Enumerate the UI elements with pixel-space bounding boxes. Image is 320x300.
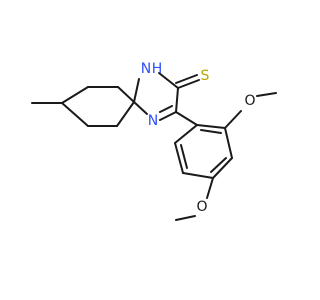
atom-nh-h: H xyxy=(152,61,163,77)
bond-ar4-ar5 xyxy=(182,172,214,179)
bond-c2-spiro xyxy=(117,86,135,103)
bond-cs-s-a xyxy=(177,79,200,89)
bond-o-top-me xyxy=(256,92,277,97)
bond-ar3-ar4-inner xyxy=(210,157,227,173)
bond-spiro-nh xyxy=(133,78,140,103)
bond-c3-aryl xyxy=(175,111,198,126)
atom-labels: N H N S O O xyxy=(141,61,256,215)
bond-ar2-o-top xyxy=(224,110,242,129)
bond-ar5-ar6-inner xyxy=(180,144,188,169)
bond-c4-c1 xyxy=(61,86,89,104)
atom-nh-n: N xyxy=(141,61,151,77)
molecule-diagram: N H N S O O xyxy=(31,61,277,221)
bond-ar5-ar6 xyxy=(174,142,184,174)
bonds xyxy=(31,72,277,221)
atom-n: N xyxy=(148,113,158,129)
bond-nh-cs xyxy=(158,72,179,89)
atom-o-bottom: O xyxy=(196,199,207,215)
bond-ar1-ar2 xyxy=(196,124,226,129)
atom-s: S xyxy=(201,68,210,84)
atom-o-top: O xyxy=(244,93,255,109)
bond-ar6-ar1 xyxy=(174,124,198,144)
bond-c5-c4 xyxy=(61,102,89,127)
bond-n-spiro xyxy=(133,101,148,115)
bond-ar4-o-bottom xyxy=(206,177,214,199)
bond-o-bottom-me xyxy=(175,215,196,221)
bond-spiro-c6 xyxy=(116,101,135,127)
bond-ar1-ar2-inner xyxy=(200,129,222,134)
structure-svg: N H N S O O xyxy=(31,61,277,221)
bond-ar3-ar4 xyxy=(212,157,233,179)
bond-cs-s-b xyxy=(175,74,198,84)
bond-c3-n-inner xyxy=(159,105,173,113)
bond-c3-n-outer xyxy=(159,111,177,121)
bond-ar2-ar3 xyxy=(224,127,233,159)
bond-cs-c3 xyxy=(175,87,179,113)
